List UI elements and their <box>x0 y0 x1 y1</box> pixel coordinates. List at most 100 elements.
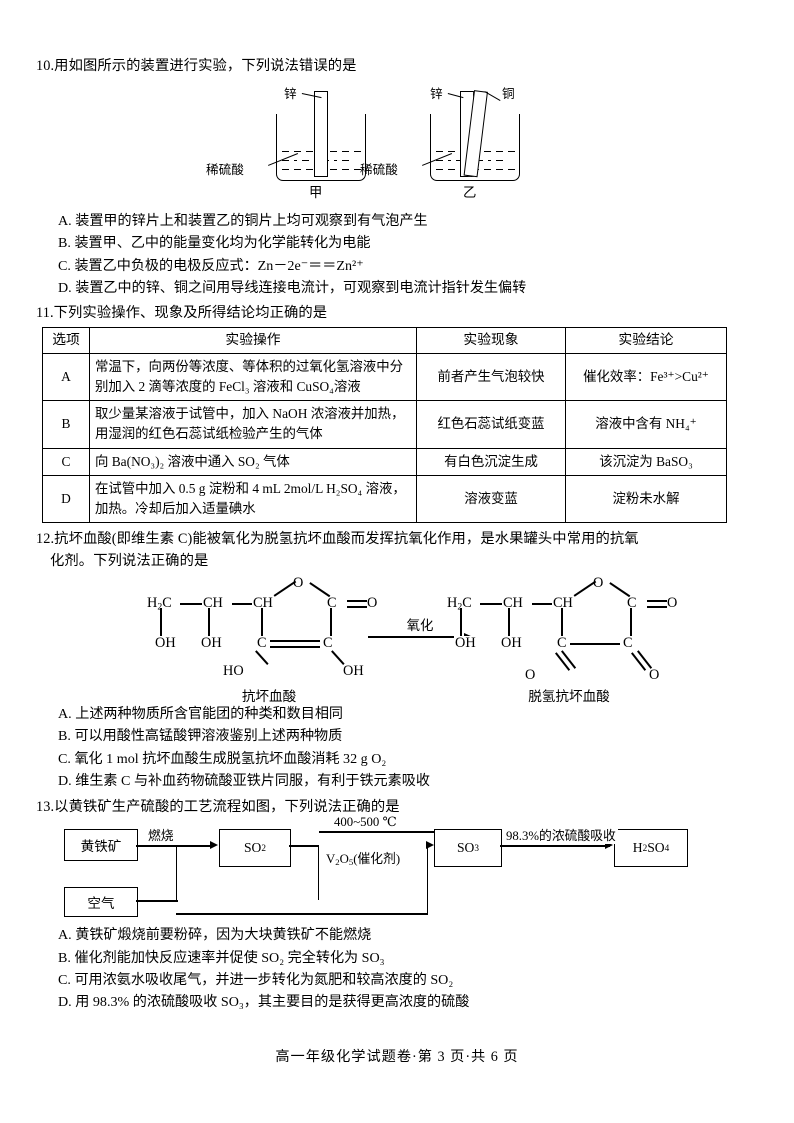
atom-ch-1-left: CH <box>202 595 224 612</box>
label-zinc-yi: 锌 <box>430 87 443 102</box>
option-12-A-text: 上述两种物质所含官能团的种类和数目相同 <box>75 706 344 723</box>
option-13-A-text: 黄铁矿煅烧前要粉碎，因为大块黄铁矿不能燃烧 <box>75 927 372 944</box>
atom-oh-1-left: OH <box>154 635 177 652</box>
row-A-phenomenon: 前者产生气泡较快 <box>416 353 566 402</box>
atom-c-3-right: C <box>556 635 568 652</box>
caption-jia: 甲 <box>309 185 323 201</box>
row-C-phenomenon: 有白色沉淀生成 <box>416 447 566 476</box>
option-13-D[interactable]: D. 用 98.3% 的浓硫酸吸收 SO₃，其主要目的是获得更高浓度的硫酸 <box>36 991 736 1013</box>
question-10-stem: 10.用如图所示的装置进行实验，下列说法错误的是 <box>36 55 736 77</box>
flow-arrow-so3-in <box>426 841 434 850</box>
option-12-B[interactable]: B. 可以用酸性高锰酸钾溶液鉴别上述两种物质 <box>36 725 736 747</box>
option-10-D-letter: D. <box>58 279 72 296</box>
flow-line-up-to-so3 <box>427 845 429 915</box>
atom-ho-3-left: HO <box>222 663 245 680</box>
option-12-D[interactable]: D. 维生素 C 与补血药物硫酸亚铁片同服，有利于铁元素吸收 <box>36 770 736 792</box>
page-content: 10.用如图所示的装置进行实验，下列说法错误的是 锌 稀硫酸 甲 <box>36 55 736 1013</box>
table-row[interactable]: A 常温下，向两份等浓度、等体积的过氧化氢溶液中分别加入 2 滴等浓度的 FeC… <box>42 353 727 402</box>
flow-line-so3-h2so4 <box>500 845 610 847</box>
option-10-A[interactable]: A. 装置甲的锌片上和装置乙的铜片上均可观察到有气泡产生 <box>36 210 736 232</box>
option-10-B[interactable]: B. 装置甲、乙中的能量变化均为化学能转化为电能 <box>36 232 736 254</box>
flow-line-air-right <box>136 900 178 902</box>
bond-h2c-oh-r <box>460 608 462 637</box>
bond-c3-c4-double-a <box>270 640 320 642</box>
bond-o-c-carbonyl <box>309 582 331 597</box>
option-12-A[interactable]: A. 上述两种物质所含官能团的种类和数目相同 <box>36 703 736 725</box>
atom-o-carbonyl-right: O <box>666 595 679 612</box>
bond-c4-o-double-a-r <box>631 652 647 671</box>
question-11-stem-text: 下列实验操作、现象及所得结论均正确的是 <box>53 305 328 322</box>
atom-ch-2-right: CH <box>552 595 574 612</box>
oxidation-arrow-label: 氧化 <box>406 618 434 634</box>
row-B-phenomenon: 红色石蕊试纸变蓝 <box>416 400 566 449</box>
question-13-stem: 13.以黄铁矿生产硫酸的工艺流程如图，下列说法正确的是 <box>36 796 736 818</box>
bond-o-c-carbonyl-r <box>609 582 631 597</box>
table-row[interactable]: B 取少量某溶液于试管中，加入 NaOH 浓溶液并加热，用湿润的红色石蕊试纸检验… <box>42 400 727 449</box>
option-10-C[interactable]: C. 装置乙中负极的电极反应式：Zn－2e⁻＝＝Zn²⁺ <box>36 255 736 277</box>
flow-label-temperature: 400~500 ℃ <box>332 815 399 831</box>
atom-oh-2-left: OH <box>200 635 223 652</box>
bond-h2c-ch-r <box>480 603 502 605</box>
question-12: 12.抗坏血酸(即维生素 C)能被氧化为脱氢抗坏血酸而发挥抗氧化作用，是水果罐头… <box>36 528 736 792</box>
atom-c-3-left: C <box>256 635 268 652</box>
row-B-operation: 取少量某溶液于试管中，加入 NaOH 浓溶液并加热，用湿润的红色石蕊试纸检验产生… <box>89 400 417 449</box>
question-12-figure: H2C CH CH O C O C C OH OH HO OH <box>36 574 736 705</box>
header-phenomenon: 实验现象 <box>416 327 566 355</box>
option-13-A[interactable]: A. 黄铁矿煅烧前要粉碎，因为大块黄铁矿不能燃烧 <box>36 924 736 946</box>
row-D-option: D <box>42 474 90 523</box>
table-row[interactable]: C 向 Ba(NO₃)₂ 溶液中通入 SO₂ 气体 有白色沉淀生成 该沉淀为 B… <box>42 447 727 476</box>
page-footer: 高一年级化学试题卷·第 3 页·共 6 页 <box>275 1049 519 1065</box>
option-13-B[interactable]: B. 催化剂能加快反应速率并促使 SO₂ 完全转化为 SO₃ <box>36 947 736 969</box>
question-13-stem-text: 以黄铁矿生产硫酸的工艺流程如图，下列说法正确的是 <box>54 799 400 816</box>
option-10-A-letter: A. <box>58 213 72 230</box>
option-10-D-text: 装置乙中的锌、铜之间用导线连接电流计，可观察到电流计指针发生偏转 <box>75 279 527 296</box>
atom-ch-2-left: CH <box>252 595 274 612</box>
flow-label-absorb: 98.3%的浓硫酸吸收 <box>504 825 618 845</box>
row-D-conclusion: 淀粉未水解 <box>565 474 727 523</box>
bond-c3-o-double-b-r <box>561 650 577 669</box>
question-11-stem: 11.下列实验操作、现象及所得结论均正确的是 <box>36 302 736 324</box>
bond-c3-c4-single-r <box>570 643 620 645</box>
flow-arrow-so3-h2so4 <box>605 841 613 850</box>
question-10-stem-text: 用如图所示的装置进行实验，下列说法错误的是 <box>54 58 357 74</box>
option-13-B-text: 催化剂能加快反应速率并促使 SO₂ 完全转化为 SO₃ <box>74 949 385 966</box>
experiment-table: 选项 实验操作 实验现象 实验结论 A 常温下，向两份等浓度、等体积的过氧化氢溶… <box>42 327 727 523</box>
question-12-options: A. 上述两种物质所含官能团的种类和数目相同 B. 可以用酸性高锰酸钾溶液鉴别上… <box>36 703 736 792</box>
atom-c-carbonyl-left: C <box>326 595 338 612</box>
flow-label-burn: 燃烧 <box>146 825 176 845</box>
option-13-C-letter: C. <box>58 971 71 988</box>
row-B-conclusion: 溶液中含有 NH₄⁺ <box>565 400 727 449</box>
atom-o-ring-right: O <box>592 575 605 592</box>
caption-ascorbic-acid: 抗坏血酸 <box>241 689 297 705</box>
option-12-C[interactable]: C. 氧化 1 mol 抗坏血酸生成脱氢抗坏血酸消耗 32 g O₂ <box>36 748 736 770</box>
label-copper-yi: 铜 <box>502 87 515 102</box>
question-12-stem-line1: 抗坏血酸(即维生素 C)能被氧化为脱氢抗坏血酸而发挥抗氧化作用，是水果罐头中常用… <box>54 530 639 547</box>
flow-line-pyrite-so2 <box>136 845 212 847</box>
row-D-operation: 在试管中加入 0.5 g 淀粉和 4 mL 2mol/L H₂SO₄ 溶液，加热… <box>89 474 417 523</box>
row-C-option: C <box>42 447 90 476</box>
flow-line-so2-out <box>289 845 319 847</box>
bond-ch-ch-r <box>532 603 552 605</box>
row-A-conclusion: 催化效率：Fe³⁺>Cu²⁺ <box>565 353 727 402</box>
option-13-C[interactable]: C. 可用浓氨水吸收尾气，并进一步转化为氮肥和较高浓度的 SO₂ <box>36 969 736 991</box>
question-11: 11.下列实验操作、现象及所得结论均正确的是 选项 实验操作 实验现象 实验结论… <box>36 302 736 523</box>
flow-line-bottom-to-so3 <box>176 913 428 915</box>
bond-c-o-double-b-r <box>647 606 667 608</box>
option-13-C-text: 可用浓氨水吸收尾气，并进一步转化为氮肥和较高浓度的 SO₂ <box>74 971 454 988</box>
bond-ch-ch <box>232 603 252 605</box>
table-row[interactable]: D 在试管中加入 0.5 g 淀粉和 4 mL 2mol/L H₂SO₄ 溶液，… <box>42 474 727 523</box>
zinc-electrode-jia <box>314 91 328 178</box>
question-10-options: A. 装置甲的锌片上和装置乙的铜片上均可观察到有气泡产生 B. 装置甲、乙中的能… <box>36 210 736 299</box>
question-11-number: 11. <box>36 305 54 322</box>
bond-ccarbonyl-c4-r <box>630 608 632 637</box>
option-10-D[interactable]: D. 装置乙中的锌、铜之间用导线连接电流计，可观察到电流计指针发生偏转 <box>36 277 736 299</box>
option-12-B-text: 可以用酸性高锰酸钾溶液鉴别上述两种物质 <box>74 728 343 745</box>
row-A-option: A <box>42 353 90 402</box>
row-A-operation: 常温下，向两份等浓度、等体积的过氧化氢溶液中分别加入 2 滴等浓度的 FeCl₃… <box>89 353 417 402</box>
table-header-row: 选项 实验操作 实验现象 实验结论 <box>42 327 727 355</box>
caption-yi: 乙 <box>463 185 477 201</box>
question-10-number: 10. <box>36 58 55 74</box>
